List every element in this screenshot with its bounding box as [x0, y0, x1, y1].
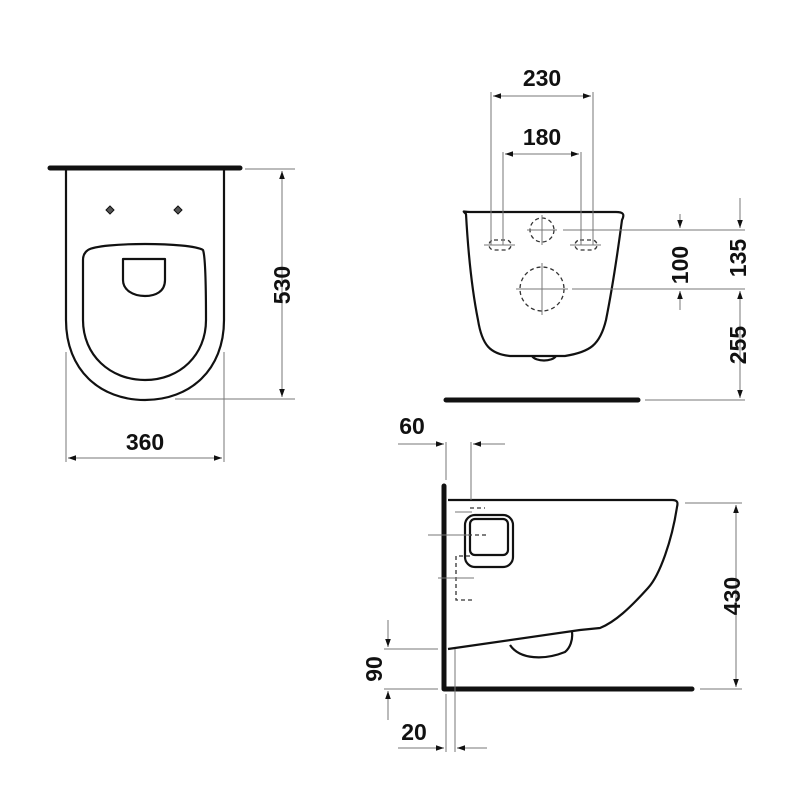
side-view: 60 430 90 20 — [361, 413, 745, 752]
wall-gap-label: 20 — [401, 719, 427, 745]
bowl-outline — [64, 170, 226, 402]
seat-outline — [81, 242, 208, 382]
outlet-lip — [531, 355, 557, 362]
side-bowl-outline — [447, 498, 679, 651]
inner-bolt-spacing-label: 180 — [523, 124, 561, 150]
top-to-outlet-label: 135 — [725, 239, 751, 278]
inlet-offset-label: 60 — [399, 413, 425, 439]
outer-bolt-spacing-label: 230 — [523, 65, 561, 91]
inlet-to-outlet-label: 100 — [667, 246, 693, 284]
total-height-label: 430 — [719, 577, 745, 615]
top-view: 530 360 — [47, 165, 295, 462]
depth-dimension-label: 530 — [269, 266, 295, 304]
flush-inlet-outer — [463, 513, 515, 569]
bottom-height-label: 90 — [361, 656, 387, 682]
outlet-to-floor-label: 255 — [725, 326, 751, 365]
side-outlet — [509, 631, 574, 659]
seat-hinge — [121, 257, 167, 298]
flush-inlet-inner — [468, 517, 510, 557]
rear-bowl-outline — [462, 210, 625, 358]
bolt-slot-icon — [484, 239, 601, 251]
rear-view: 230 180 100 135 255 — [443, 65, 751, 403]
fixing-hole-icon — [105, 205, 183, 215]
width-dimension-label: 360 — [126, 429, 164, 455]
